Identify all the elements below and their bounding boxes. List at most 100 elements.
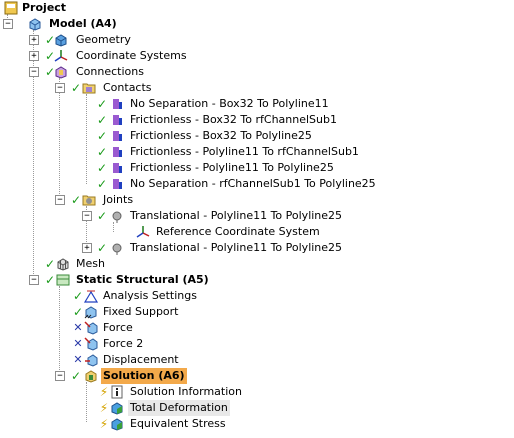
tree-item-equivalent-stress[interactable]: ⚡ Equivalent Stress [0,416,230,432]
coordinate-system-icon [136,226,150,238]
mesh-label: Mesh [76,257,105,270]
contact-region-icon [113,115,122,125]
expand-icon[interactable]: + [82,243,92,253]
connections-label: Connections [76,65,144,78]
contact-region-icon [113,131,122,141]
equivalent-stress-label: Equivalent Stress [130,417,226,430]
tree-item-contact[interactable]: ✓ No Separation - rfChannelSub1 To Polyl… [0,176,376,192]
tree-item-joint[interactable]: − ✓ Translational - Polyline11 To Polyli… [0,208,342,224]
tree-item-force[interactable]: ✕ Force [0,320,160,336]
tree-item-contact[interactable]: ✓ Frictionless - Polyline11 To Polyline2… [0,160,340,176]
tree-item-coordinate-systems[interactable]: + ✓ Coordinate Systems [0,48,200,64]
info-icon [111,385,123,399]
tree-item-geometry[interactable]: + ✓ Geometry [0,32,160,48]
collapse-icon[interactable]: − [29,275,39,285]
check-icon: ✓ [44,49,56,63]
displacement-icon [85,354,98,367]
model-icon [29,18,41,31]
check-icon: ✓ [96,177,108,191]
check-icon: ✓ [72,305,84,319]
contact-label: Frictionless - Polyline11 To Polyline25 [130,161,334,174]
check-icon: ✓ [70,81,82,95]
tree-item-contact[interactable]: ✓ Frictionless - Box32 To rfChannelSub1 [0,112,337,128]
tree-item-force-2[interactable]: ✕ Force 2 [0,336,160,352]
collapse-icon[interactable]: − [82,211,92,221]
static-structural-label: Static Structural (A5) [76,273,209,286]
lightning-icon: ⚡ [99,401,109,415]
tree-line [86,382,87,422]
contact-region-icon [113,163,122,173]
geometry-label: Geometry [76,33,131,46]
tree-item-joints[interactable]: − ✓ Joints [0,192,160,208]
tree-item-project[interactable]: Project [0,0,120,16]
collapse-icon[interactable]: − [55,195,65,205]
collapse-icon[interactable]: − [55,83,65,93]
collapse-icon[interactable]: − [3,19,13,29]
check-icon: ✓ [96,161,108,175]
check-icon: ✓ [70,369,82,383]
tree-item-contacts[interactable]: − ✓ Contacts [0,80,160,96]
contact-label: Frictionless - Box32 To Polyline25 [130,129,312,142]
tree-item-static-structural[interactable]: − ✓ Static Structural (A5) [0,272,220,288]
tree-item-solution[interactable]: − ✓ Solution (A6) [0,368,200,384]
check-icon: ✓ [44,257,56,271]
contact-region-icon [113,99,122,109]
check-icon: ✓ [70,193,82,207]
tree-line [113,222,114,232]
solution-information-label: Solution Information [130,385,242,398]
check-icon: ✓ [44,33,56,47]
connections-icon [55,66,67,79]
contact-label: Frictionless - Box32 To rfChannelSub1 [130,113,337,126]
tree-item-joint[interactable]: + ✓ Translational - Polyline11 To Polyli… [0,240,342,256]
project-icon [4,1,18,15]
tree-item-contact[interactable]: ✓ Frictionless - Polyline11 To rfChannel… [0,144,360,160]
joint-label: Translational - Polyline11 To Polyline25 [130,241,343,254]
force-icon [84,337,98,351]
tree-item-contact[interactable]: ✓ No Separation - Box32 To Polyline11 [0,96,329,112]
coordinate-systems-label: Coordinate Systems [76,49,187,62]
expand-icon[interactable]: + [29,35,39,45]
contact-label: No Separation - Box32 To Polyline11 [130,97,329,110]
reference-cs-label: Reference Coordinate System [156,225,320,238]
tree-line [86,206,87,246]
total-deformation-label: Total Deformation [128,400,230,416]
result-icon [111,402,123,415]
solution-label: Solution (A6) [101,368,187,384]
static-structural-icon [56,274,70,286]
tree-item-solution-information[interactable]: ⚡ Solution Information [0,384,250,400]
folder-icon [82,195,96,206]
tree-item-analysis-settings[interactable]: ✓ Analysis Settings [0,288,200,304]
lightning-icon: ⚡ [99,385,109,399]
collapse-icon[interactable]: − [29,67,39,77]
tree-line [86,94,87,184]
check-icon: ✓ [44,65,56,79]
joints-label: Joints [103,193,134,206]
mesh-icon [57,258,69,271]
tree-item-fixed-support[interactable]: ✓ Fixed Support [0,304,200,320]
check-icon: ✓ [96,129,108,143]
tree-item-connections[interactable]: − ✓ Connections [0,64,160,80]
tree-item-model[interactable]: − Model (A4) [0,16,140,32]
folder-icon [82,83,96,94]
joint-icon [112,211,122,223]
tree-line [59,286,60,376]
check-icon: ✓ [44,273,56,287]
contact-label: Frictionless - Polyline11 To rfChannelSu… [130,145,359,158]
contact-region-icon [113,147,122,157]
displacement-label: Displacement [103,353,179,366]
tree-item-contact[interactable]: ✓ Frictionless - Box32 To Polyline25 [0,128,320,144]
check-icon: ✓ [96,97,108,111]
tree-item-mesh[interactable]: ✓ Mesh [0,256,120,272]
project-label: Project [22,1,67,14]
check-icon: ✓ [96,209,108,223]
expand-icon[interactable]: + [29,51,39,61]
collapse-icon[interactable]: − [55,371,65,381]
tree-item-total-deformation[interactable]: ⚡ Total Deformation [0,400,230,416]
fixed-support-icon [84,306,97,319]
tree-item-reference-coordinate-system[interactable]: Reference Coordinate System [0,224,320,240]
force-label: Force [103,321,133,334]
tree-item-displacement[interactable]: ✕ Displacement [0,352,180,368]
joint-label: Translational - Polyline11 To Polyline25 [130,209,343,222]
fixed-support-label: Fixed Support [103,305,179,318]
